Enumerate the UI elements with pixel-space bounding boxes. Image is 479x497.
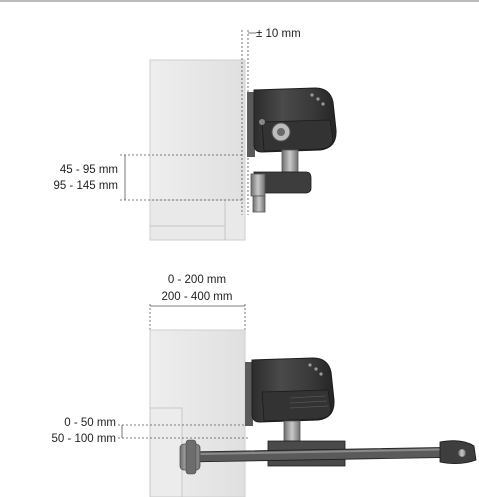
top-motor-led-3	[321, 102, 325, 106]
bottom-arm-elbow-pin	[457, 448, 467, 458]
bottom-width-range-1: 0 - 200 mm	[168, 274, 226, 286]
top-motor-bolt	[259, 119, 265, 125]
top-view: ± 10 mm 45 - 95 mm 95 - 145 mm	[53, 28, 337, 241]
bottom-motor-shaft	[283, 420, 301, 442]
bottom-motor-groove-3	[289, 405, 329, 409]
top-motor-led-2	[316, 97, 320, 101]
bottom-motor-groove-1	[289, 395, 327, 399]
top-motor	[247, 87, 337, 213]
bottom-height-range-2: 50 - 100 mm	[51, 433, 116, 445]
bottom-arm	[179, 439, 477, 475]
bottom-width-range-2: 200 - 400 mm	[162, 291, 233, 303]
bottom-motor-led-2	[314, 367, 318, 371]
top-motor-backplate	[247, 92, 255, 157]
top-motor-arm	[253, 171, 312, 194]
bottom-motor	[245, 357, 335, 442]
bottom-motor-led-3	[319, 372, 323, 376]
bottom-motor-backplate	[245, 362, 253, 426]
top-gate-bracket	[250, 173, 266, 197]
top-motor-led-1	[310, 93, 314, 97]
top-gate-leaf	[149, 199, 246, 241]
top-motor-shaft	[281, 149, 299, 173]
top-tolerance-label: ± 10 mm	[256, 28, 301, 40]
top-height-range-2: 95 - 145 mm	[53, 180, 118, 192]
top-height-range-1: 45 - 95 mm	[60, 164, 118, 176]
bottom-motor-led-1	[308, 363, 312, 367]
top-gate-hinge	[252, 195, 266, 213]
bottom-height-range-1: 0 - 50 mm	[64, 417, 116, 429]
bottom-motor-lower-panel	[261, 389, 332, 422]
bottom-motor-groove-2	[289, 400, 328, 404]
bottom-gate-leaf	[149, 407, 183, 497]
bottom-arm-bar-highlight	[200, 448, 465, 455]
bottom-gate-bracket-cap	[185, 439, 197, 475]
bottom-view: 0 - 200 mm 200 - 400 mm	[51, 274, 477, 497]
top-motor-lens-inner	[277, 128, 285, 136]
